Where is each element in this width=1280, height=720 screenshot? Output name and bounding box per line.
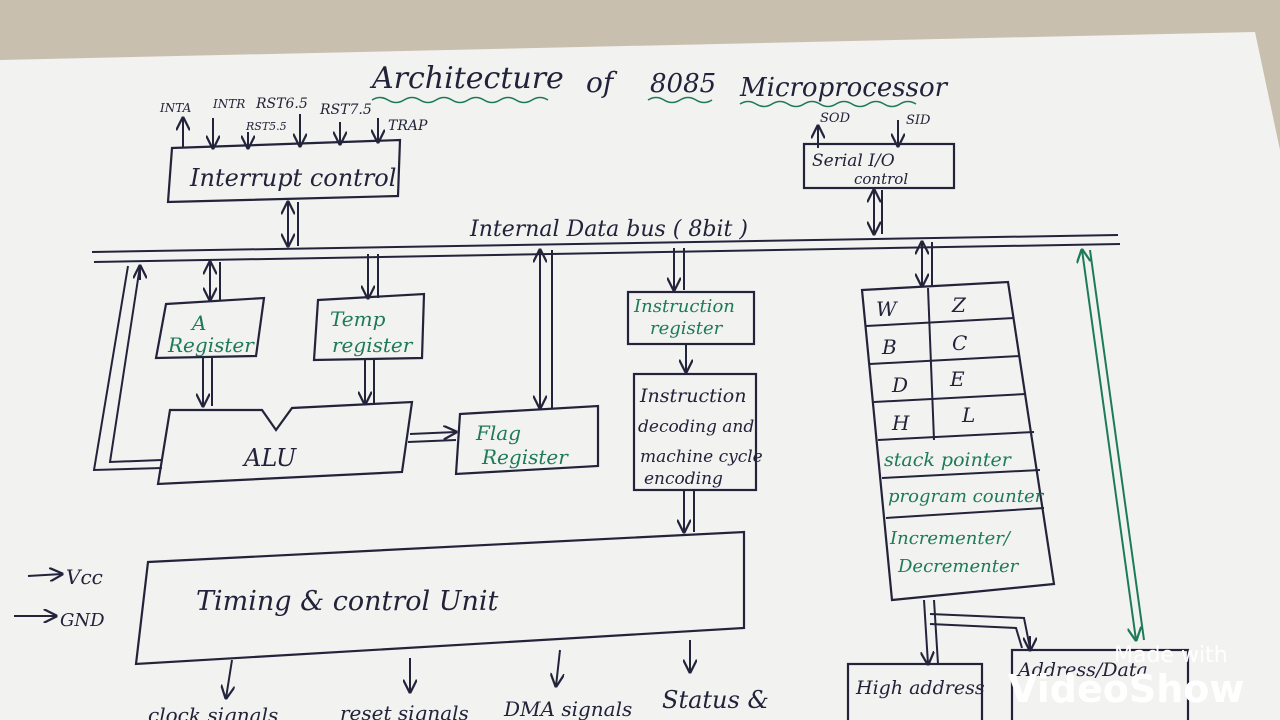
internal-data-bus: Internal Data bus ( 8bit ) — [91, 217, 1121, 263]
power-pins: Vcc GND — [14, 565, 105, 631]
alu-block: ALU — [156, 400, 414, 486]
svg-text:TRAP: TRAP — [388, 118, 428, 134]
svg-text:W: W — [876, 297, 898, 321]
register-array: W Z B C D E H L stack pointer program co… — [860, 280, 1056, 602]
svg-text:register: register — [332, 333, 414, 357]
svg-text:Serial I/O: Serial I/O — [812, 151, 895, 171]
paper-sheet — [0, 32, 1280, 720]
serial-io-block: SOD SID Serial I/O control — [802, 111, 956, 234]
svg-text:E: E — [949, 367, 965, 391]
svg-text:program counter: program counter — [888, 486, 1045, 507]
interrupt-control-block: Interrupt control — [166, 138, 402, 204]
output-signals: clock signals reset signals DMA signals … — [148, 640, 769, 720]
temp-register-block: Temp register — [312, 292, 426, 362]
svg-text:RST7.5: RST7.5 — [319, 102, 372, 118]
svg-text:RST5.5: RST5.5 — [245, 120, 287, 133]
svg-text:stack pointer: stack pointer — [884, 449, 1013, 471]
svg-text:encoding: encoding — [644, 469, 723, 489]
svg-text:Decrementer: Decrementer — [897, 556, 1020, 577]
svg-text:Register: Register — [481, 445, 569, 469]
svg-text:register: register — [650, 318, 724, 339]
svg-text:Made with: Made with — [1114, 643, 1228, 668]
svg-text:High address: High address — [855, 677, 985, 699]
svg-text:DMA signals: DMA signals — [503, 697, 632, 720]
videoshow-watermark: Made with VideoShow — [1008, 643, 1244, 711]
title: Architecture of 8085 Microprocessor — [369, 61, 949, 108]
svg-text:INTR: INTR — [212, 97, 245, 111]
svg-text:SID: SID — [906, 113, 931, 128]
svg-text:Instruction: Instruction — [639, 385, 746, 407]
svg-text:Address/Data: Address/Data — [1016, 659, 1148, 681]
svg-text:Microprocessor: Microprocessor — [739, 73, 949, 103]
svg-text:Register: Register — [167, 333, 255, 357]
svg-text:VideoShow: VideoShow — [1008, 667, 1244, 711]
svg-text:GND: GND — [60, 610, 105, 631]
svg-text:decoding and: decoding and — [638, 417, 754, 437]
svg-text:L: L — [961, 403, 975, 427]
svg-text:B: B — [881, 335, 897, 359]
svg-text:Instruction: Instruction — [633, 296, 735, 317]
interrupt-pins: INTA INTR RST6.5 RST5.5 RST7.5 TRAP — [159, 96, 428, 148]
svg-text:Internal Data bus ( 8bit ): Internal Data bus ( 8bit ) — [469, 217, 748, 242]
svg-text:Temp: Temp — [330, 307, 386, 331]
svg-text:H: H — [891, 411, 910, 435]
instruction-register-block: Instruction register — [626, 290, 756, 346]
svg-text:Interrupt control: Interrupt control — [189, 164, 396, 192]
svg-text:Timing & control Unit: Timing & control Unit — [196, 586, 499, 617]
svg-text:Z: Z — [951, 293, 967, 317]
svg-text:reset signals: reset signals — [340, 701, 469, 720]
address-buffers: High address Address/Data — [846, 648, 1190, 720]
svg-text:SOD: SOD — [820, 111, 851, 126]
svg-text:A: A — [190, 311, 206, 335]
svg-text:control: control — [854, 170, 908, 188]
a-register-block: A Register — [154, 296, 266, 360]
svg-text:ALU: ALU — [242, 444, 297, 472]
svg-text:D: D — [891, 373, 908, 397]
instruction-decoder-block: Instruction decoding and machine cycle e… — [632, 372, 763, 492]
svg-text:of: of — [586, 66, 618, 99]
svg-text:Architecture: Architecture — [369, 61, 564, 96]
svg-text:Vcc: Vcc — [66, 565, 103, 589]
flag-register-block: Flag Register — [454, 404, 600, 476]
svg-text:C: C — [952, 331, 967, 355]
svg-text:Incrementer/: Incrementer/ — [889, 528, 1012, 549]
svg-text:INTA: INTA — [159, 101, 192, 115]
svg-text:RST6.5: RST6.5 — [255, 96, 308, 112]
svg-text:machine cycle: machine cycle — [640, 447, 763, 467]
svg-text:8085: 8085 — [650, 69, 716, 99]
timing-control-unit: Timing & control Unit — [134, 530, 746, 666]
svg-text:clock signals: clock signals — [148, 703, 278, 720]
svg-text:Status &: Status & — [662, 686, 769, 714]
svg-text:Flag: Flag — [475, 421, 521, 445]
